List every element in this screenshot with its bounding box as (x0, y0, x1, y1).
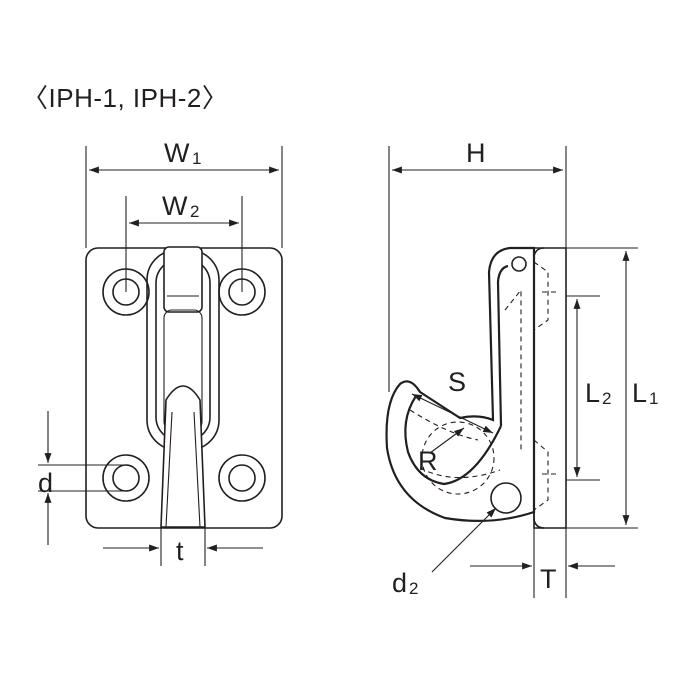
s-label: S (448, 367, 466, 397)
w2-subscript: 2 (190, 202, 199, 221)
dimension-w2: W 2 (125, 191, 243, 292)
dimension-d2: d 2 (392, 507, 497, 598)
w1-subscript: 1 (192, 149, 201, 168)
dimension-t: t (103, 527, 263, 566)
mounting-hole-bottom-left (102, 454, 150, 502)
dimension-d: d (38, 411, 126, 545)
h-label: H (466, 138, 486, 168)
diagram-title: 〈IPH-1, IPH-2〉 (22, 83, 229, 113)
dimension-l2: L 2 (566, 295, 611, 481)
l1-subscript: 1 (649, 389, 658, 408)
side-base-plate (533, 247, 567, 529)
dimension-s: S (411, 367, 494, 434)
dimension-h: H (388, 138, 567, 392)
tt-label: T (540, 564, 557, 594)
mounting-hole-bottom-right (218, 454, 266, 502)
hook-body-side (385, 246, 560, 522)
side-view: H S R L 2 L 1 (385, 138, 658, 598)
w2-label: W (162, 191, 188, 221)
dimension-l1: L 1 (566, 247, 658, 529)
dimension-w1: W 1 (85, 138, 283, 248)
dimension-r: R (418, 421, 495, 495)
l2-subscript: 2 (602, 389, 611, 408)
d2-label: d (392, 568, 407, 598)
d2-subscript: 2 (409, 579, 418, 598)
l2-label: L (585, 378, 600, 408)
d-label: d (38, 468, 53, 498)
hook-shank-front (160, 385, 206, 528)
front-view: W 1 W 2 d t (38, 138, 283, 566)
dimension-t-side: T (470, 528, 615, 598)
r-label: R (418, 446, 438, 476)
w1-label: W (164, 138, 190, 168)
t-label: t (176, 536, 184, 566)
l1-label: L (632, 378, 647, 408)
